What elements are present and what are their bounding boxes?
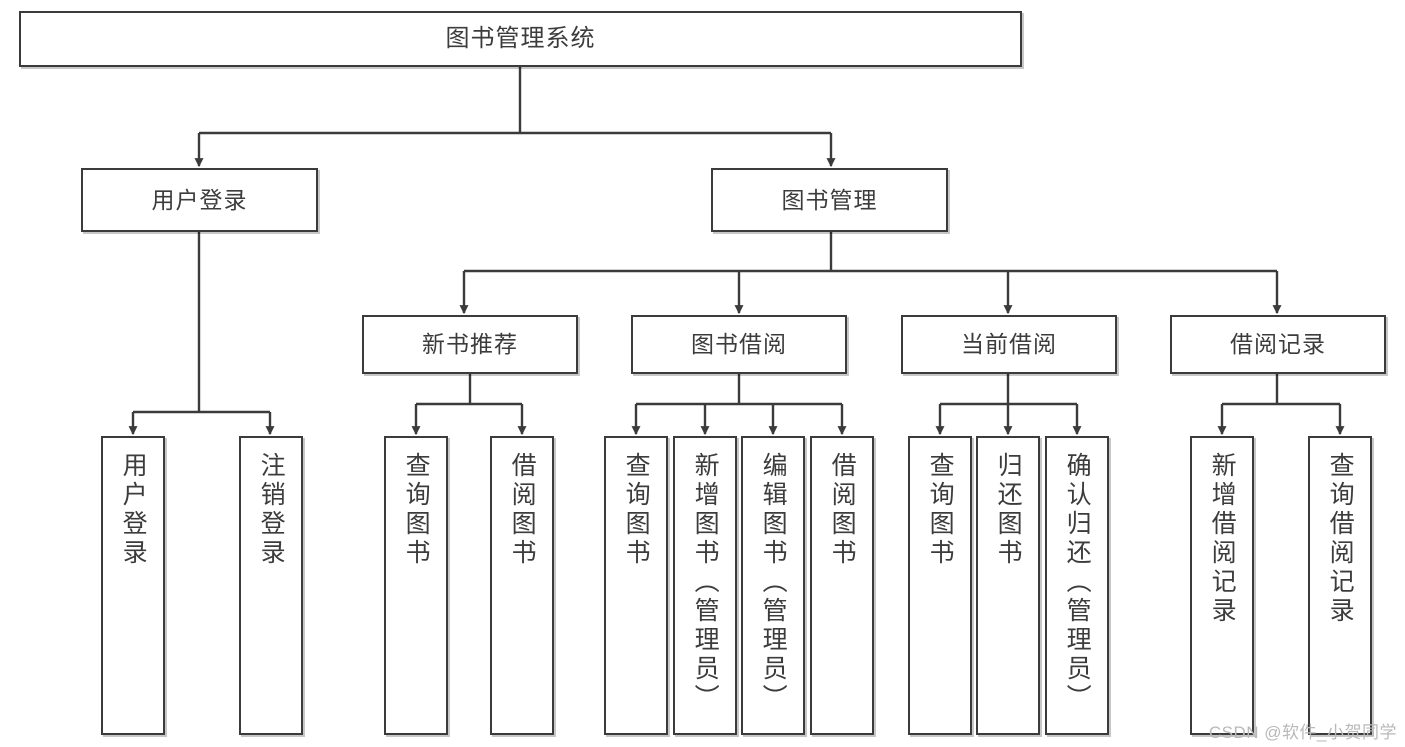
node-label: 图书管理系统 [445,25,596,52]
node-leaf-add-borrow-record[interactable]: 新增借阅记录 [1190,436,1254,735]
node-leaf-query-book-current[interactable]: 查询图书 [908,436,972,735]
node-leaf-add-book[interactable]: 新增图书（管理员） [673,436,737,735]
node-leaf-return-book[interactable]: 归还图书 [976,436,1040,735]
node-label: 图书管理 [781,186,878,213]
node-label: 编辑图书（管理员） [759,452,788,713]
node-label: 查询图书 [402,452,431,568]
node-label: 借阅记录 [1230,331,1326,357]
node-label: 确认归还（管理员） [1063,452,1092,713]
node-leaf-confirm-return[interactable]: 确认归还（管理员） [1045,436,1109,735]
node-label: 注销登录 [257,452,286,568]
node-leaf-user-login[interactable]: 用户登录 [101,436,165,735]
node-borrow-record[interactable]: 借阅记录 [1170,315,1386,374]
node-leaf-user-logout[interactable]: 注销登录 [239,436,303,735]
node-label: 新书推荐 [422,331,518,357]
node-leaf-borrow-book-recommend[interactable]: 借阅图书 [490,436,554,735]
node-label: 查询借阅记录 [1326,452,1355,626]
csdn-watermark: CSDN @软件_小贺同学 [1208,723,1397,742]
node-leaf-query-book-recommend[interactable]: 查询图书 [384,436,448,735]
node-label: 用户登录 [119,452,148,568]
node-label: 借阅图书 [508,452,537,568]
node-label: 查询图书 [622,452,651,568]
node-leaf-edit-book[interactable]: 编辑图书（管理员） [741,436,805,735]
node-user-login[interactable]: 用户登录 [81,168,318,232]
node-current-borrow[interactable]: 当前借阅 [901,315,1117,374]
node-label: 图书借阅 [691,331,787,357]
node-root-library-system[interactable]: 图书管理系统 [19,11,1022,67]
node-label: 借阅图书 [828,452,857,568]
node-label: 查询图书 [926,452,955,568]
node-new-book-recommend[interactable]: 新书推荐 [362,315,578,374]
node-label: 新增借阅记录 [1208,452,1237,626]
node-book-borrow[interactable]: 图书借阅 [631,315,847,374]
node-leaf-query-book-borrow[interactable]: 查询图书 [604,436,668,735]
node-leaf-query-borrow-record[interactable]: 查询借阅记录 [1308,436,1372,735]
node-label: 当前借阅 [961,331,1057,357]
node-book-management[interactable]: 图书管理 [711,168,948,232]
node-label: 新增图书（管理员） [691,452,720,713]
node-label: 归还图书 [994,452,1023,568]
node-label: 用户登录 [151,186,248,213]
node-leaf-borrow-book[interactable]: 借阅图书 [810,436,874,735]
